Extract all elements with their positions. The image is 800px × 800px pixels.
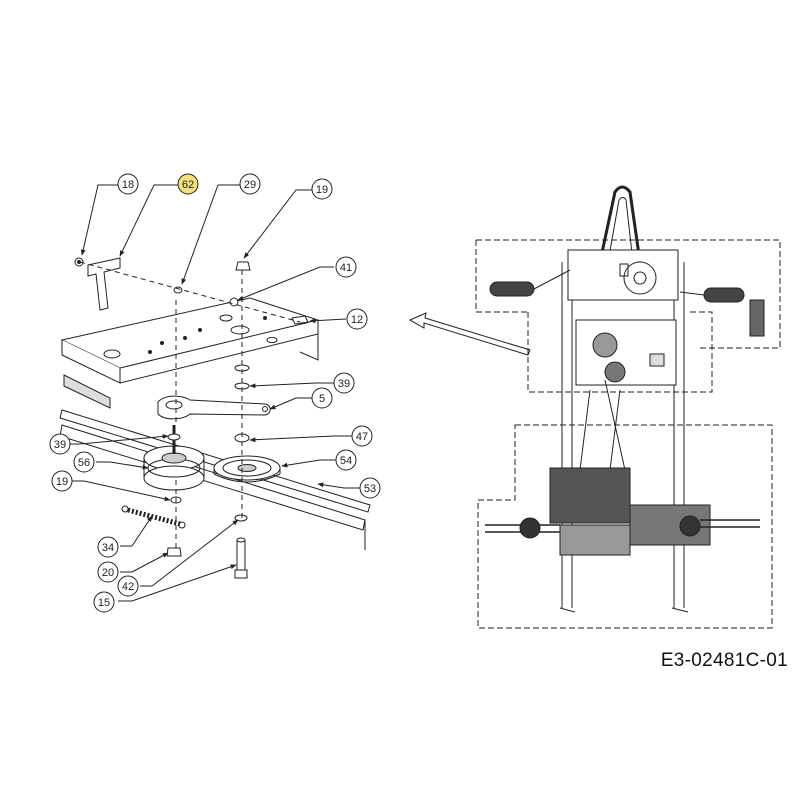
callout-15: 15 [93,591,115,613]
callout-53: 53 [359,477,381,499]
nut-part-20 [166,547,182,557]
pin-part [291,315,309,325]
exploded-view [59,257,371,579]
svg-text:29: 29 [244,179,256,191]
idler-arm [157,395,271,420]
callout-12: 12 [346,308,368,330]
handle-bar [598,185,642,263]
callout-41: 41 [335,256,357,278]
svg-text:56: 56 [78,457,90,469]
machine-overview [475,185,781,629]
grip-right [679,287,765,337]
assembly-lines [79,261,301,548]
bolt-15 [234,537,248,579]
callout-19-top: 19 [311,178,333,200]
overview-regions [475,239,781,629]
svg-text:53: 53 [364,483,376,495]
svg-text:62: 62 [182,179,194,191]
callouts: 18 62 29 19 41 12 39 5 39 47 56 54 19 53… [49,173,381,613]
frame-rail [59,409,371,550]
svg-text:54: 54 [340,455,352,467]
svg-text:5: 5 [319,393,325,405]
callout-19-left: 19 [51,470,73,492]
bracket-part [74,257,121,311]
svg-text:41: 41 [340,262,352,274]
svg-text:47: 47 [356,431,368,443]
nut-part-top [235,261,251,271]
callout-20: 20 [97,561,119,583]
nut-part [173,286,183,294]
callout-54: 54 [335,449,357,471]
bolt-part [229,297,239,307]
callout-62: 62 [177,173,199,195]
document-code: E3-02481C-01 [660,650,788,671]
washer-part-42 [234,514,248,522]
svg-text:12: 12 [351,314,363,326]
svg-text:15: 15 [98,597,110,609]
svg-text:20: 20 [102,567,114,579]
pulley-54 [213,455,281,483]
pointer-arrow [408,312,531,356]
spring-part [121,505,186,529]
pulley-56 [143,425,205,491]
callout-5: 5 [311,387,333,409]
callout-29: 29 [239,173,261,195]
svg-text:39: 39 [54,439,66,451]
callout-39-left: 39 [49,433,71,455]
callout-56: 56 [73,451,95,473]
callout-34: 34 [97,536,119,558]
svg-text:42: 42 [122,581,134,593]
transmission [485,467,760,556]
mounting-plate [60,297,320,409]
svg-text:39: 39 [338,378,350,390]
svg-text:19: 19 [316,184,328,196]
callout-42: 42 [117,575,139,597]
callout-47: 47 [351,425,373,447]
svg-text:19: 19 [56,476,68,488]
svg-text:18: 18 [122,179,134,191]
callout-18: 18 [117,173,139,195]
leader-lines [68,184,360,602]
callout-39-right: 39 [333,372,355,394]
grip-left [489,269,571,297]
svg-text:34: 34 [102,542,114,554]
